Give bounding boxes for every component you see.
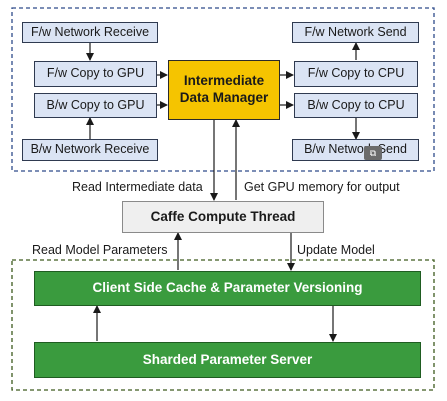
fw-copy-to-cpu-box: F/w Copy to CPU: [294, 61, 418, 87]
bw-network-receive-box: B/w Network Receive: [22, 139, 158, 161]
caffe-compute-thread-box: Caffe Compute Thread: [122, 201, 324, 233]
bw-copy-to-gpu-box: B/w Copy to GPU: [34, 93, 157, 118]
fw-copy-to-gpu-box: F/w Copy to GPU: [34, 61, 157, 87]
bw-copy-to-cpu-box: B/w Copy to CPU: [294, 93, 418, 118]
fw-network-send-box: F/w Network Send: [292, 22, 419, 43]
overlay-badge-icon: ⧉: [364, 146, 382, 160]
intermediate-data-manager-box: Intermediate Data Manager: [168, 60, 280, 120]
fw-network-receive-box: F/w Network Receive: [22, 22, 158, 43]
bottom-group-border: [11, 259, 435, 391]
bw-network-send-box: B/w Network Send: [292, 139, 419, 161]
sharded-parameter-server-box: Sharded Parameter Server: [34, 342, 421, 378]
read-model-label: Read Model Parameters: [32, 243, 168, 257]
top-group-border: [11, 7, 435, 172]
update-model-label: Update Model: [297, 243, 375, 257]
get-gpu-memory-label: Get GPU memory for output: [244, 180, 400, 194]
client-cache-box: Client Side Cache & Parameter Versioning: [34, 271, 421, 306]
read-intermediate-label: Read Intermediate data: [72, 180, 203, 194]
